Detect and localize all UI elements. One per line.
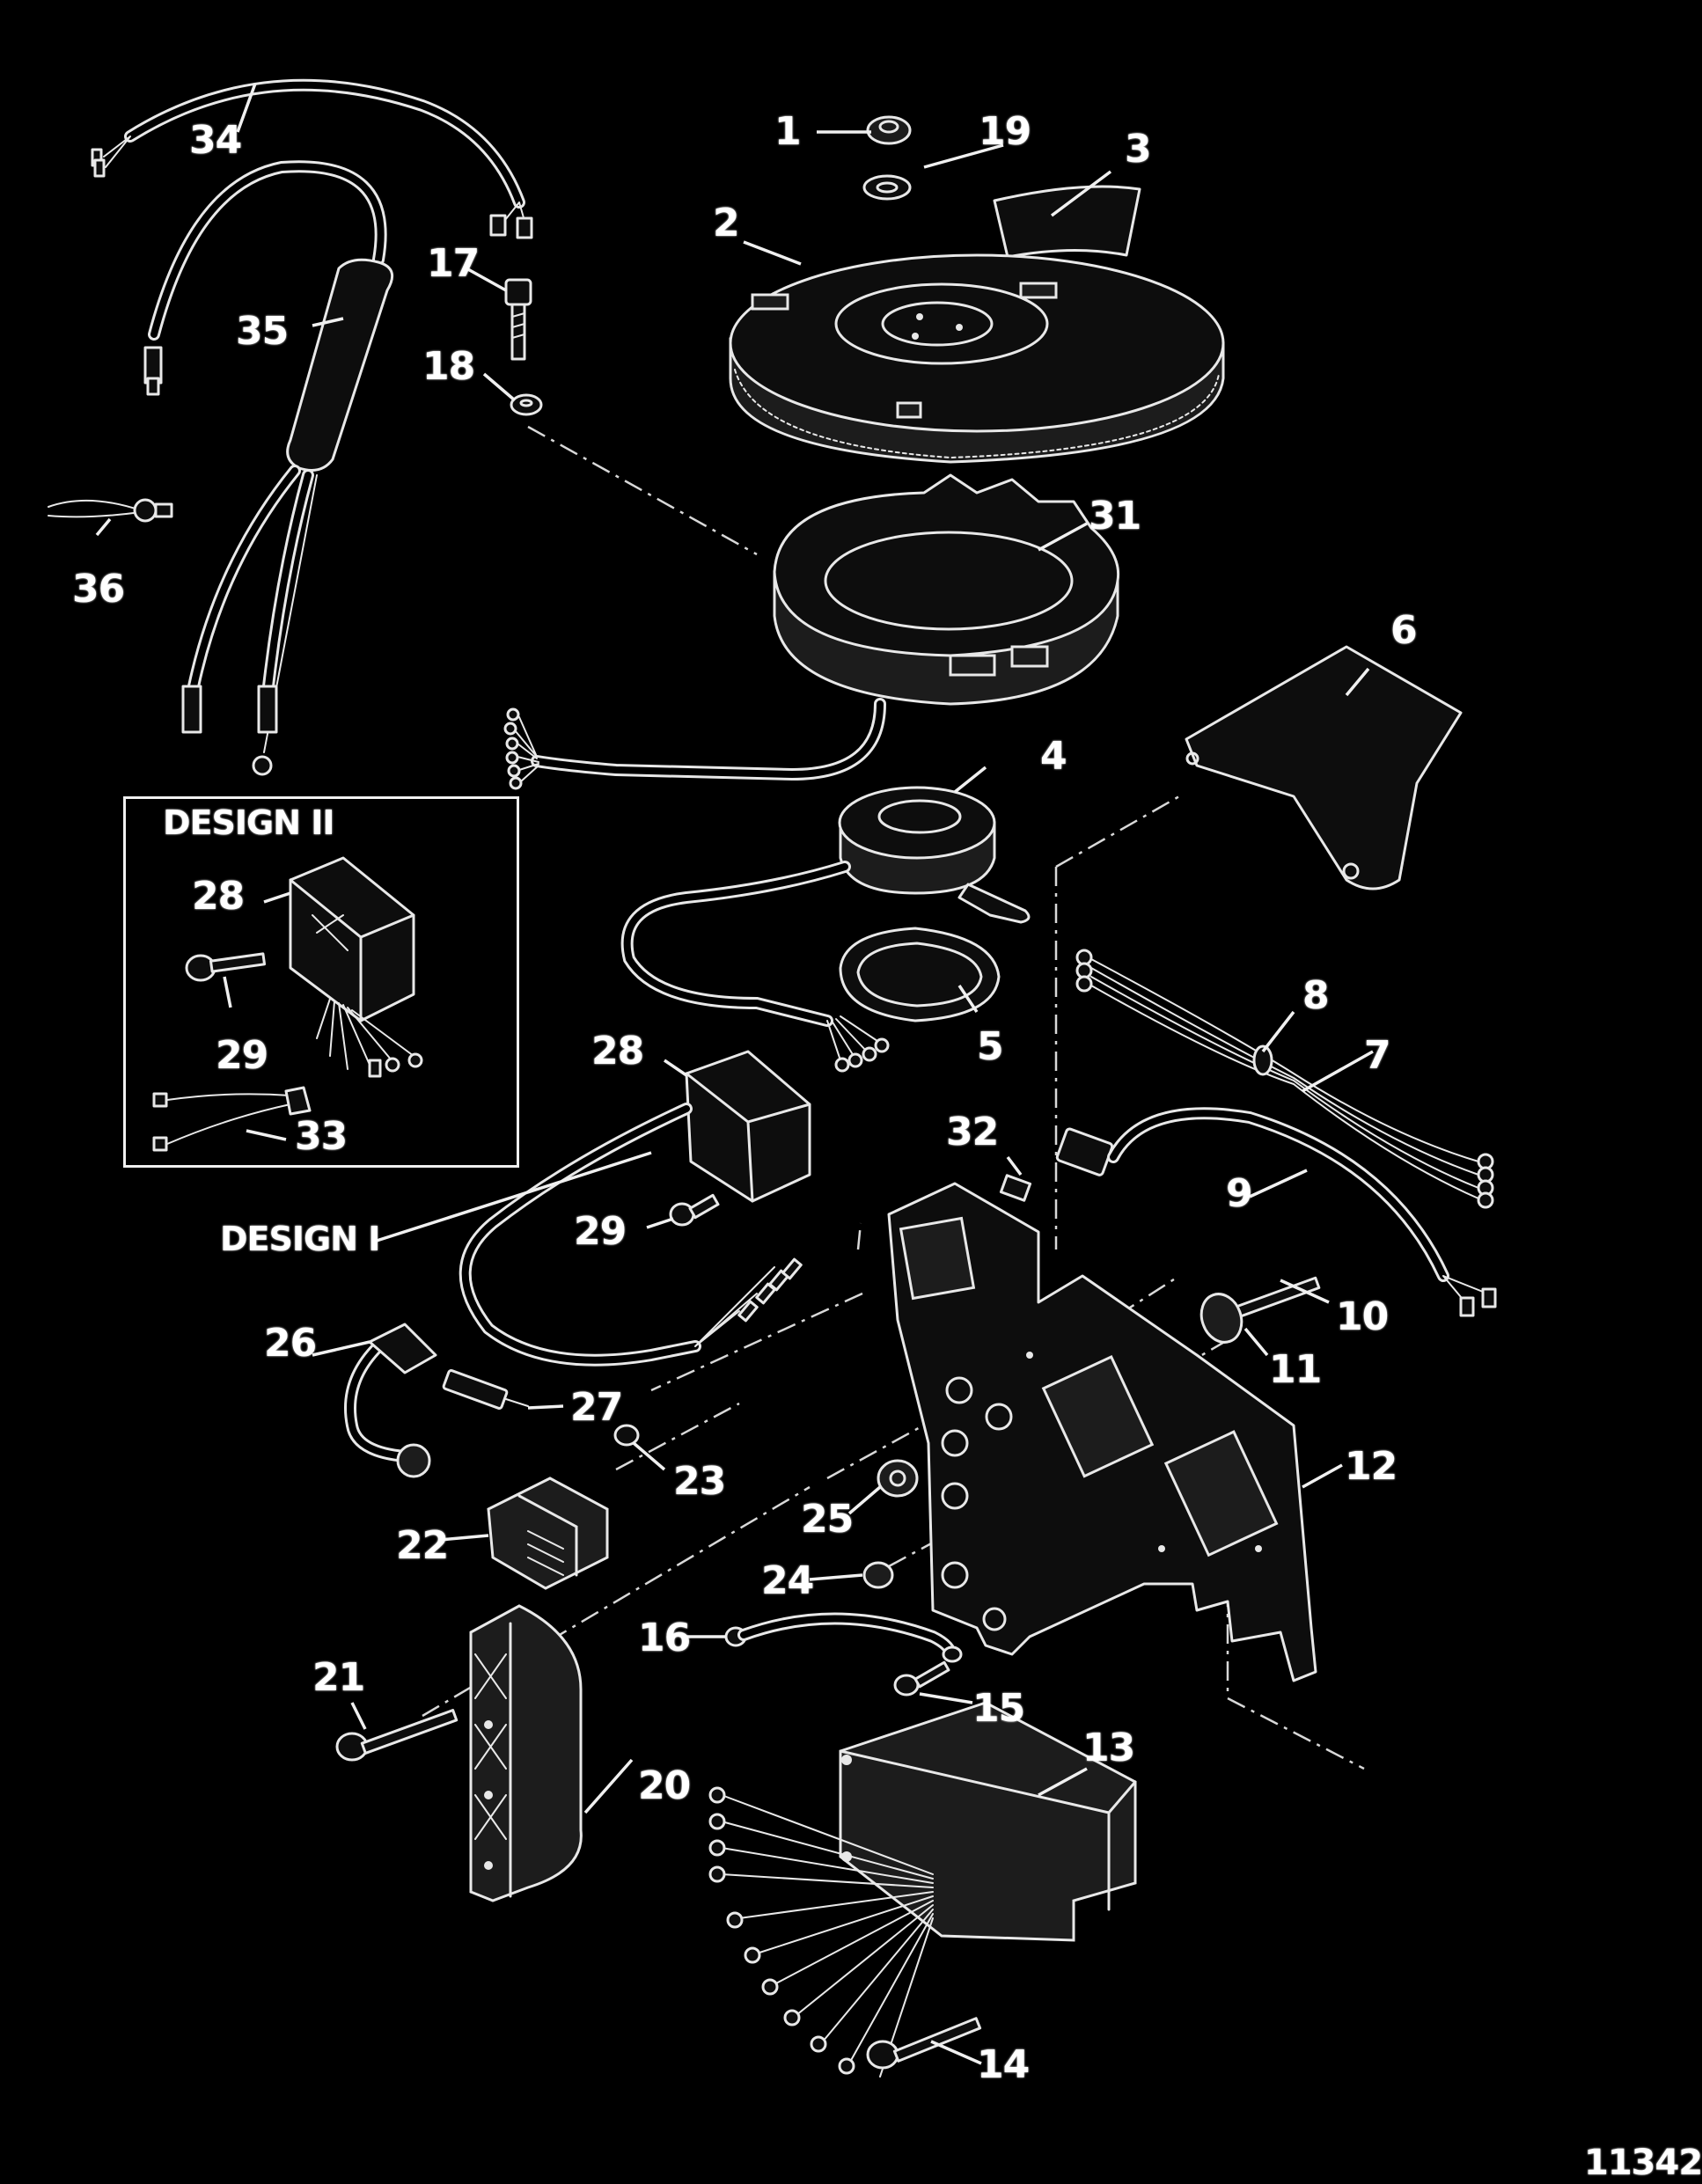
callout-11: 11	[1269, 1347, 1322, 1392]
bracket-hole-icon	[1342, 862, 1360, 880]
callout-1: 1	[774, 109, 802, 154]
callout-22: 22	[396, 1523, 449, 1568]
trigger-icon	[620, 786, 1031, 1073]
callout-28-design-i: 28	[591, 1029, 644, 1074]
callout-19: 19	[979, 109, 1031, 154]
harness-35-icon	[143, 160, 394, 776]
callout-14: 14	[977, 2042, 1030, 2087]
decal-strip-icon	[993, 185, 1141, 259]
callout-28-design-ii: 28	[192, 874, 245, 919]
screw-icon	[504, 278, 532, 361]
bolt-29-icon	[669, 1193, 720, 1227]
callout-29-design-ii: 29	[216, 1033, 268, 1078]
callout-23: 23	[673, 1459, 726, 1504]
retainer-ring-icon	[839, 927, 1001, 1022]
screw-10-icon	[1227, 1276, 1321, 1321]
bolt-14-icon	[866, 2017, 982, 2070]
callout-21: 21	[312, 1655, 365, 1700]
harness-34-icon	[91, 78, 533, 239]
bushing-icon	[877, 1459, 919, 1498]
callout-13: 13	[1082, 1726, 1135, 1770]
switch-box-design-i-icon	[459, 1050, 811, 1367]
callout-4: 4	[1040, 734, 1067, 779]
spacer-icon	[1199, 1293, 1243, 1344]
callout-17: 17	[427, 241, 480, 286]
callout-20: 20	[638, 1763, 691, 1808]
callout-36: 36	[72, 567, 125, 612]
callout-29-design-i: 29	[574, 1209, 627, 1254]
mounting-plate-icon	[887, 1182, 1317, 1682]
bracket-hole-icon	[1185, 751, 1199, 766]
bracket-icon	[1185, 645, 1463, 890]
switch-box-design-ii-icon	[289, 856, 423, 1078]
callout-31: 31	[1089, 494, 1141, 539]
ground-strap-icon	[724, 1612, 963, 1663]
callout-35: 35	[236, 309, 289, 354]
coil-pack-icon	[469, 1604, 583, 1902]
callout-25: 25	[801, 1497, 854, 1542]
screw-15-icon	[893, 1660, 950, 1697]
flywheel-icon	[729, 253, 1225, 464]
connector-icon	[999, 1174, 1032, 1202]
callout-34: 34	[189, 118, 242, 163]
callout-33: 33	[295, 1114, 348, 1159]
callout-6: 6	[1390, 608, 1418, 653]
callout-15: 15	[972, 1686, 1025, 1731]
callout-27: 27	[570, 1385, 623, 1430]
nut-24-icon	[862, 1561, 894, 1589]
leader-lines	[95, 83, 1374, 2065]
nut-23-icon	[613, 1424, 640, 1447]
callout-26: 26	[264, 1321, 317, 1366]
callout-24: 24	[761, 1558, 814, 1603]
lead-33-icon	[152, 1086, 312, 1152]
callout-18: 18	[422, 344, 475, 389]
harness-9-icon	[1055, 1107, 1497, 1317]
callout-12: 12	[1345, 1444, 1398, 1489]
callout-3: 3	[1125, 127, 1152, 172]
callout-16: 16	[638, 1616, 691, 1660]
callout-7: 7	[1364, 1033, 1391, 1078]
spark-plug-icon	[442, 1369, 529, 1410]
design-ii-inset-frame	[123, 796, 519, 1168]
small-washer-icon	[510, 393, 543, 416]
washer-icon	[862, 174, 912, 201]
spark-plug-lead-icon	[344, 1323, 437, 1478]
callout-5: 5	[977, 1024, 1004, 1069]
nut-icon	[866, 115, 912, 145]
lead-wire-36-icon	[48, 498, 173, 523]
callout-8: 8	[1302, 973, 1330, 1018]
bolt-29-design-ii-icon	[185, 952, 267, 982]
callout-9: 9	[1226, 1171, 1253, 1216]
design-i-label: DESIGN I	[220, 1220, 380, 1258]
grommet-icon	[1252, 1044, 1273, 1076]
stator-icon	[503, 473, 1120, 790]
callout-10: 10	[1336, 1294, 1389, 1339]
figure-number: 11342	[1584, 2143, 1702, 2183]
ignition-coil-icon	[487, 1477, 609, 1590]
cdm-module-icon	[708, 1701, 1137, 2078]
harness-7-icon	[1075, 949, 1494, 1209]
callout-2: 2	[713, 201, 740, 246]
callout-32: 32	[946, 1110, 999, 1154]
design-ii-label: DESIGN II	[163, 803, 335, 842]
bolt-21-icon	[335, 1709, 459, 1762]
